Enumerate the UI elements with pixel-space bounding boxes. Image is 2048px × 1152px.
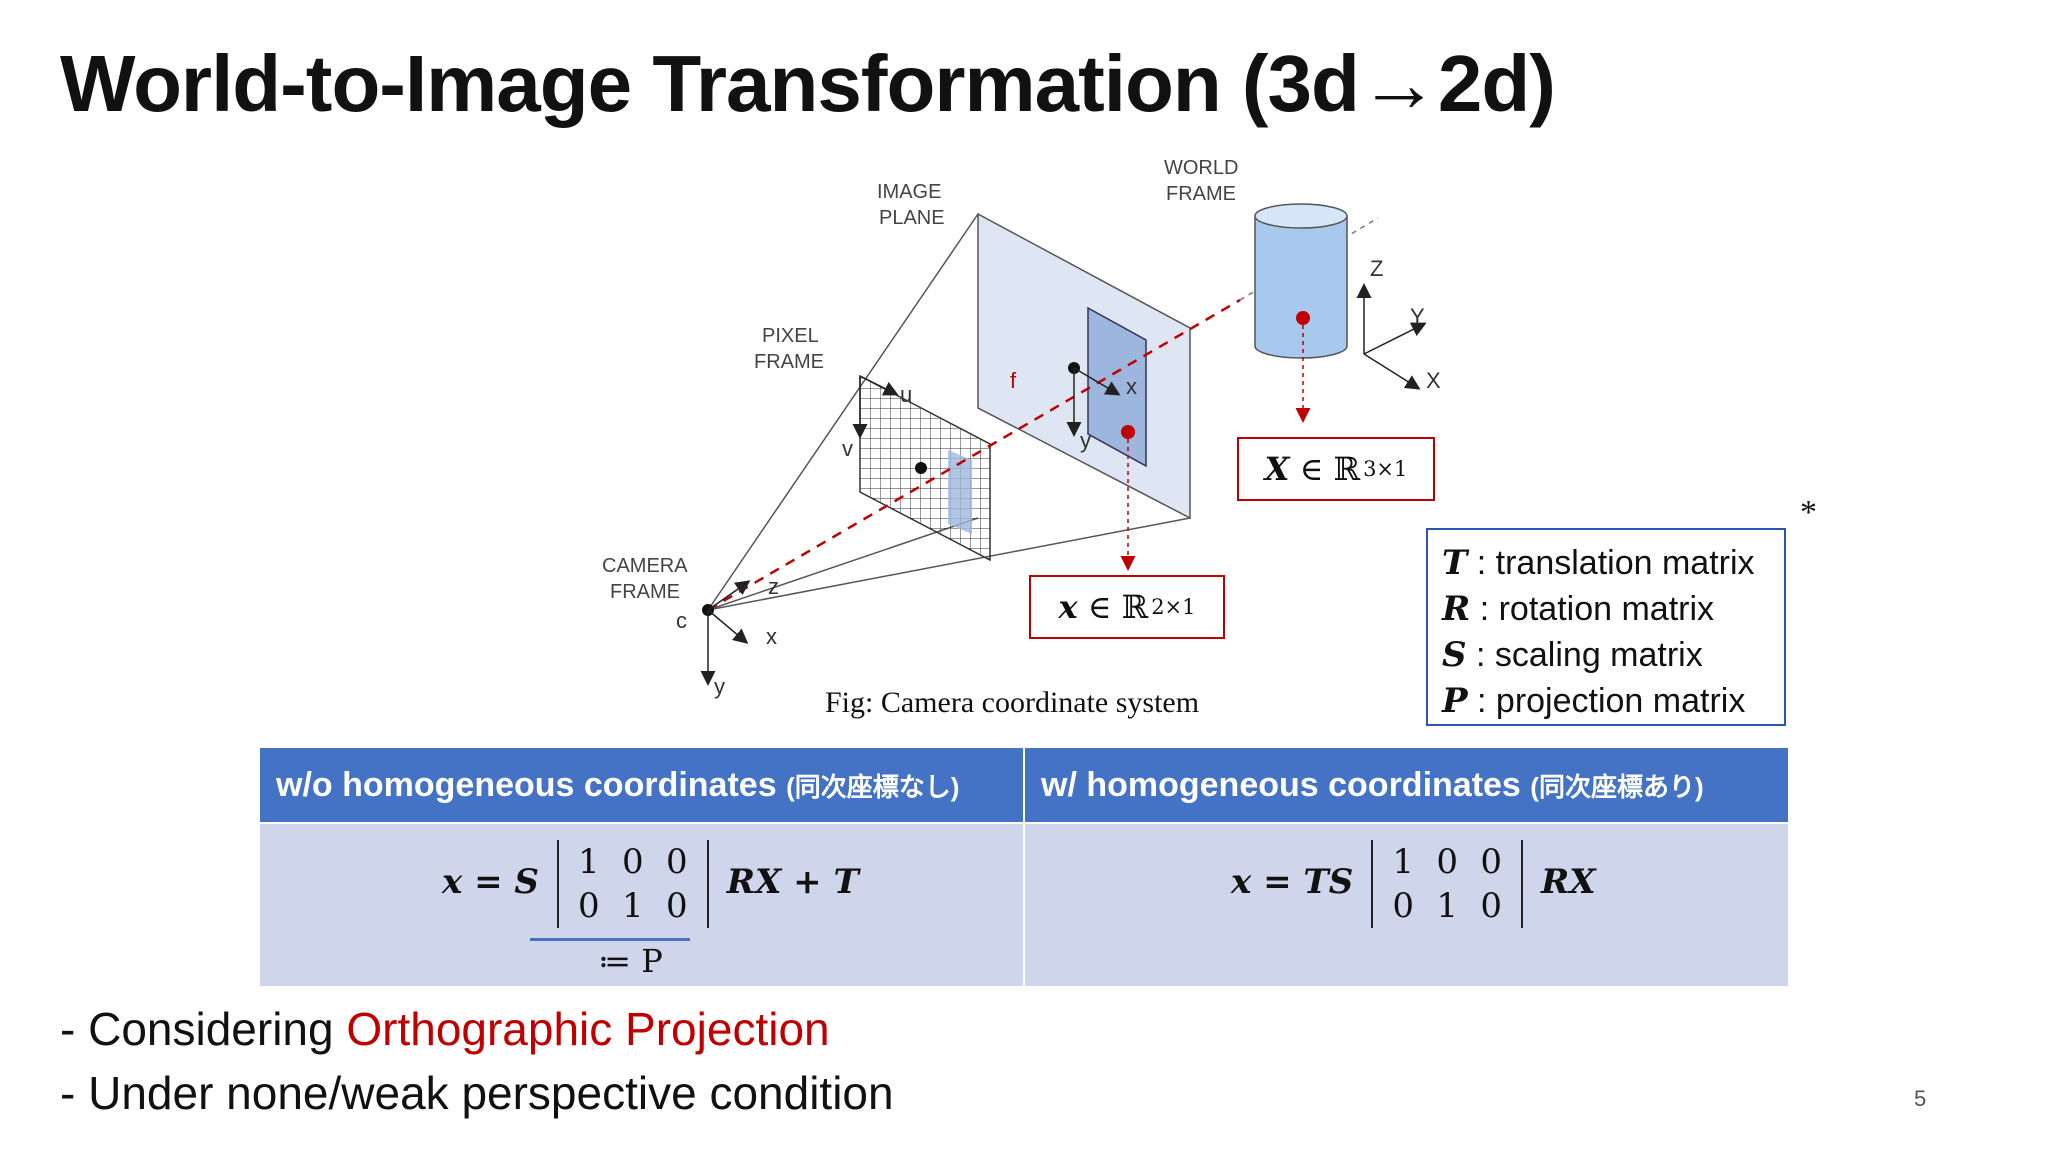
bullet-orthographic: - Considering Orthographic Projection — [60, 1003, 830, 1055]
legend-row: S : scaling matrix — [1442, 635, 1703, 675]
label-cam-z: z — [768, 574, 779, 599]
label-u: u — [900, 382, 912, 407]
comparison-table: w/o homogeneous coordinates (同次座標なし) w/ … — [258, 746, 1790, 988]
matrix-legend: T : translation matrix R : rotation matr… — [1426, 528, 1786, 726]
image-point — [1121, 425, 1135, 439]
label-cam-x: x — [766, 624, 777, 649]
label-v: v — [842, 436, 853, 461]
label-pixel-frame-2: FRAME — [754, 351, 824, 373]
label-camera-frame-2: FRAME — [610, 581, 680, 603]
world-cylinder-icon — [1254, 203, 1348, 359]
world-point — [1296, 311, 1310, 325]
label-img-y: y — [1080, 428, 1091, 453]
slide-title: World-to-Image Transformation (3d→2d) — [60, 39, 1556, 128]
label-img-x: x — [1126, 374, 1137, 399]
header-with-homogeneous: w/ homogeneous coordinates (同次座標あり) — [1023, 746, 1790, 824]
label-world-frame-2: FRAME — [1166, 183, 1236, 205]
legend-row: P : projection matrix — [1442, 681, 1746, 721]
label-image-plane-2: PLANE — [879, 207, 945, 229]
label-focal: f — [1010, 368, 1017, 393]
legend-row: T : translation matrix — [1442, 543, 1755, 583]
legend-asterisk: * — [1800, 494, 1817, 531]
projection-definition: ≔ P — [598, 942, 663, 980]
image-plane — [977, 212, 1191, 520]
label-camera-frame-1: CAMERA — [602, 555, 688, 577]
label-image-plane-1: IMAGE — [877, 181, 941, 203]
label-cam-y: y — [714, 674, 725, 699]
figure-caption: Fig: Camera coordinate system — [825, 686, 1200, 719]
label-pixel-frame-1: PIXEL — [762, 325, 819, 347]
pixel-center-dot — [915, 462, 927, 474]
header-without-homogeneous: w/o homogeneous coordinates (同次座標なし) — [258, 746, 1025, 824]
label-world-z: Z — [1370, 256, 1383, 281]
bullet-perspective: - Under none/weak perspective condition — [60, 1067, 894, 1119]
label-world-y: Y — [1410, 304, 1425, 329]
camera-coordinate-figure: IMAGE PLANE WORLD FRAME PIXEL FRAME CAME… — [602, 157, 1441, 699]
label-world-frame-1: WORLD — [1164, 157, 1238, 179]
underbrace-line — [530, 938, 690, 941]
page-number: 5 — [1914, 1086, 1927, 1111]
label-world-x: X — [1426, 368, 1441, 393]
label-c: c — [676, 608, 687, 633]
legend-row: R : rotation matrix — [1442, 589, 1715, 629]
